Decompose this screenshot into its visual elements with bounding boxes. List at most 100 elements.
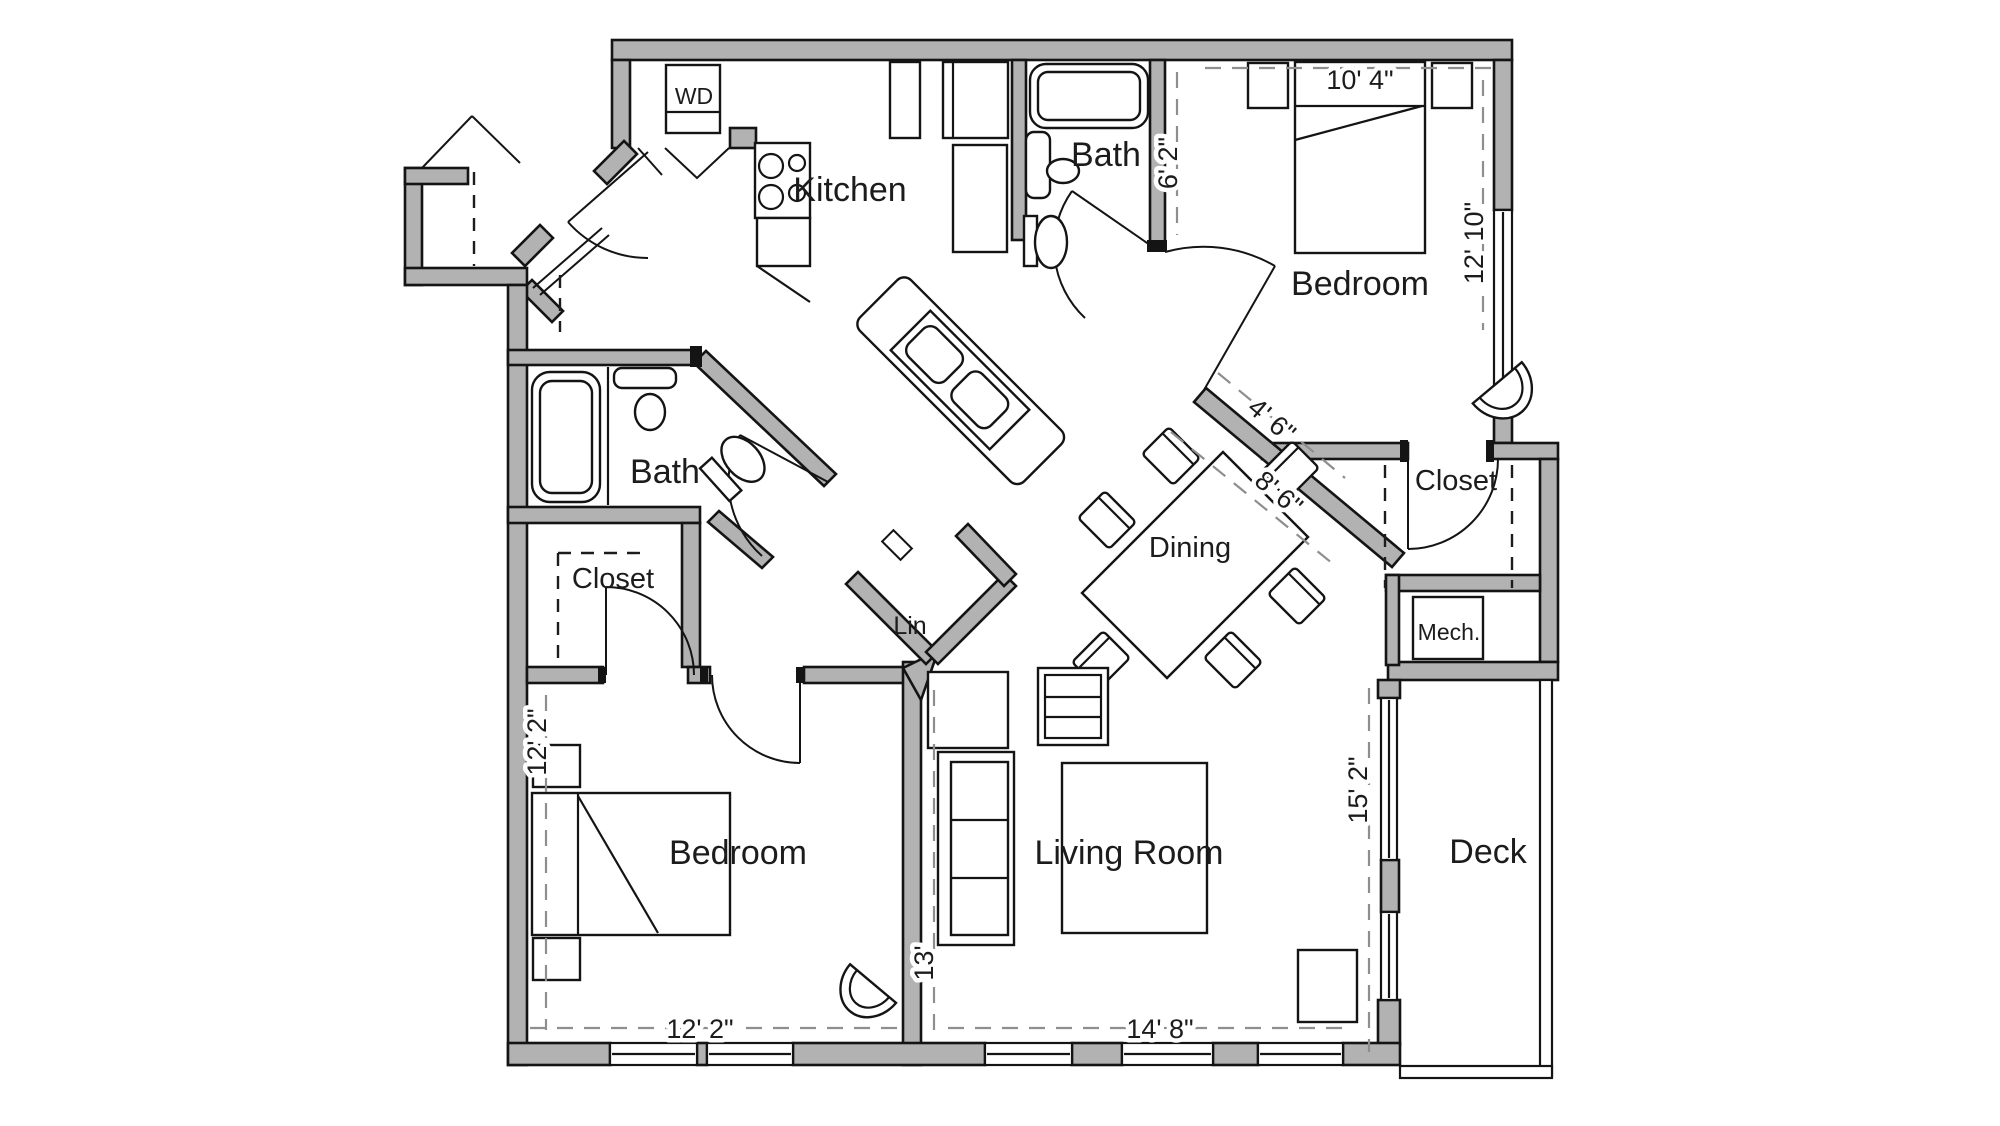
dining-chair-symbol — [1204, 631, 1262, 689]
lin-closet-wall — [954, 522, 1018, 588]
wall-segment — [791, 1041, 987, 1067]
wall-segment — [506, 1041, 612, 1067]
wall-segment — [519, 278, 565, 324]
dim-label-deck-depth: 15' 2" — [1343, 756, 1373, 823]
door-jamb — [690, 346, 702, 367]
door-jamb — [1400, 440, 1408, 462]
nightstand-symbol — [1430, 61, 1474, 110]
dim-label-bedroom-top-width: 10' 4" — [1326, 65, 1393, 95]
wd-bifold-door — [637, 147, 730, 180]
wall-segment — [1538, 457, 1560, 664]
room-label-bedroom-top: Bedroom — [1291, 265, 1429, 303]
burner — [787, 183, 807, 203]
fixtures — [530, 60, 1534, 1024]
wall-segment — [1384, 573, 1542, 593]
burner — [757, 152, 785, 180]
nightstand-symbol — [531, 936, 582, 982]
room-labels: WD Kitchen Bath Bedroom Closet Mech. Din… — [572, 83, 1528, 872]
counter-edge — [756, 265, 811, 303]
wall-segment — [1010, 58, 1028, 242]
sofa-inner — [949, 760, 1010, 937]
dim-line — [1170, 431, 1339, 569]
wall-segment — [610, 38, 1514, 62]
cabinet-symbol — [888, 60, 922, 140]
dimension-lines — [472, 66, 1514, 1052]
wall-segment — [1386, 660, 1560, 682]
door-jamb — [700, 667, 708, 683]
door-jamb — [1147, 240, 1167, 252]
sink-symbol — [633, 392, 667, 432]
sink-counter-symbol — [612, 366, 678, 390]
kitchen-island-sink-symbol — [856, 276, 1066, 486]
room-label-closet-left: Closet — [572, 563, 654, 595]
bed-symbol — [1293, 60, 1427, 255]
door-jamb — [1486, 440, 1494, 462]
closet-left-door — [605, 586, 695, 676]
dining-chair-symbol — [1268, 567, 1326, 625]
counter-symbol — [951, 143, 1009, 254]
toilet-symbol — [698, 435, 766, 503]
wall-segment — [525, 665, 605, 685]
bath-top-door — [1053, 190, 1151, 319]
doors — [421, 115, 1499, 764]
wall-segment — [901, 660, 923, 1067]
dining-chair-symbol — [1142, 427, 1200, 485]
wall-segment — [1492, 58, 1514, 212]
counter-symbol — [755, 216, 812, 268]
wall-segment — [728, 126, 758, 150]
room-label-dining: Dining — [1149, 532, 1231, 564]
wall-segment — [403, 166, 470, 186]
side-table-symbol — [926, 670, 1010, 750]
rug-symbol — [1060, 761, 1209, 935]
wall-segment — [510, 223, 555, 268]
wall-segment — [506, 505, 702, 525]
room-label-bath-left: Bath — [630, 453, 700, 491]
wall-segment — [403, 266, 529, 287]
wall-segment — [1211, 1041, 1260, 1067]
dim-label-bedroom-top-depth: 12' 10" — [1459, 202, 1489, 284]
lin-closet-wall — [924, 572, 1018, 666]
dining-chair-symbol — [1078, 491, 1136, 549]
burner — [787, 153, 807, 173]
dim-line — [1217, 372, 1346, 479]
room-label-closet-right: Closet — [1415, 465, 1497, 497]
room-label-kitchen: Kitchen — [793, 171, 906, 209]
wall-segment — [706, 509, 775, 570]
wall-segment — [1376, 678, 1402, 700]
wall-segment — [695, 1041, 709, 1067]
side-table-symbol — [1036, 666, 1110, 747]
wall-segment — [610, 58, 632, 150]
room-label-living-room: Living Room — [1035, 834, 1224, 872]
wall-segment — [680, 521, 702, 669]
dim-label-living-width: 14' 8" — [1126, 1014, 1193, 1044]
dim-label-bedroom-bottom-width: 12' 2" — [666, 1014, 733, 1044]
bedroom-top-door — [1164, 245, 1276, 391]
dim-label-bedroom-bottom-depth: 12' 2" — [522, 708, 552, 775]
burner — [757, 183, 785, 211]
console-symbol — [1296, 948, 1359, 1024]
bed-fold-line — [1294, 104, 1423, 142]
room-label-mech: Mech. — [1418, 619, 1481, 645]
nightstand-symbol — [531, 743, 582, 789]
wall-segment — [506, 348, 700, 367]
side-table-inner — [1043, 673, 1103, 740]
bed-symbol — [530, 791, 732, 937]
dining-chair-symbol — [1261, 441, 1319, 499]
mech-unit-symbol — [1411, 595, 1485, 661]
chair-symbol — [839, 962, 898, 1019]
tub-inner — [538, 379, 594, 495]
wall-segment — [1341, 1041, 1402, 1067]
room-label-bedroom-bottom: Bedroom — [669, 834, 807, 872]
bedroom-bottom-door — [711, 674, 801, 764]
nightstand-symbol — [1246, 61, 1290, 110]
windows — [608, 208, 1554, 1080]
bed-fold-line — [577, 795, 659, 934]
wall-segment — [1070, 1041, 1124, 1067]
deck-rail — [1398, 1064, 1554, 1080]
wall-segment — [592, 139, 639, 186]
wall-segment — [802, 665, 906, 685]
wall-segment — [1379, 858, 1401, 914]
wall-segment — [1376, 998, 1402, 1047]
